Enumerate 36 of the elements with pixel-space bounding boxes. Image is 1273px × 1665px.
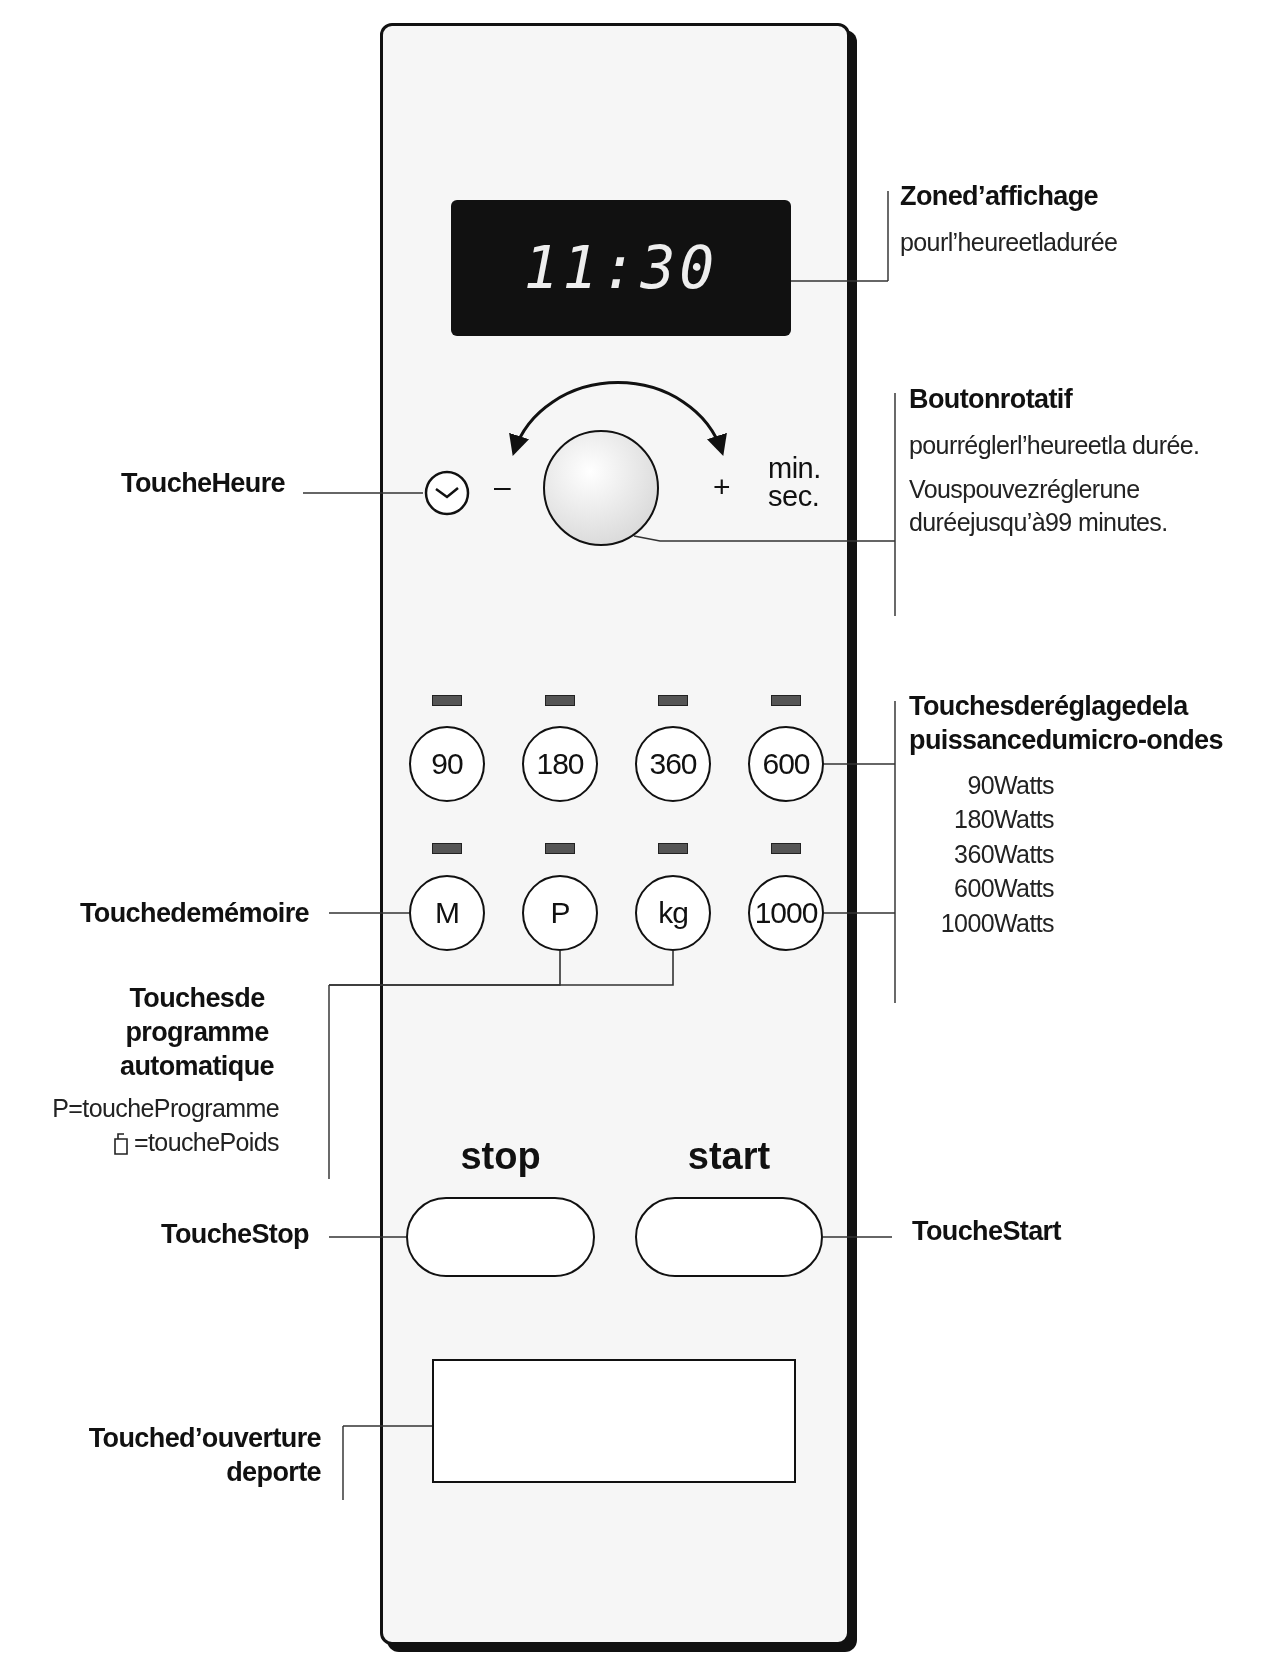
- callout-text: =touchePoids: [134, 1126, 279, 1158]
- plus-sign: +: [713, 470, 731, 504]
- callout-label: Zoned’affichage: [900, 180, 1100, 213]
- leader-line: [328, 912, 410, 914]
- digital-display: 11:30: [451, 200, 791, 336]
- unit-label: min. sec.: [768, 455, 822, 511]
- leader-line: [823, 912, 896, 914]
- leader-line: [328, 950, 674, 986]
- leader-line: [342, 1425, 433, 1427]
- leader-line: [633, 535, 896, 542]
- leader-line: [823, 763, 896, 765]
- callout-label: Touchedemémoire: [9, 897, 329, 931]
- callout-text: 600Watts: [953, 873, 1054, 904]
- callout-text: 360Watts: [953, 838, 1054, 870]
- door-button: [432, 1359, 796, 1483]
- leader-line: [822, 1236, 893, 1238]
- leader-line: [328, 1236, 407, 1238]
- callout-text: pourl’heureetladurée: [900, 226, 1119, 258]
- callout-text: 180Watts: [953, 804, 1054, 835]
- callout-label: Touched’ouverture deporte: [13, 1422, 343, 1490]
- callout-label: Boutonrotatif: [909, 383, 1074, 416]
- callout-label: Touchesde programme automatique: [119, 982, 275, 1083]
- callout-text: pourréglerl’heureetla durée.: [909, 429, 1201, 461]
- callout-text: Vouspouvezréglerune duréejusqu’à99 minutes.: [909, 474, 1169, 538]
- callout-text: 90Watts: [966, 769, 1054, 801]
- minus-sign: –: [494, 470, 511, 504]
- callout-label: ToucheHeure: [23, 467, 303, 501]
- callout-text: P=toucheProgramme: [51, 1093, 280, 1125]
- callout-text: 1000Watts: [939, 907, 1054, 939]
- callout-label: Touchesderéglagedela puissancedumicro-ondes: [909, 690, 1224, 757]
- button-label: stop: [459, 1135, 542, 1178]
- leader-line: [302, 492, 424, 494]
- callout-label: ToucheStart: [892, 1215, 1192, 1249]
- callout-label: ToucheStop: [29, 1218, 329, 1252]
- button-label: start: [686, 1135, 772, 1178]
- leader-line: [790, 280, 889, 282]
